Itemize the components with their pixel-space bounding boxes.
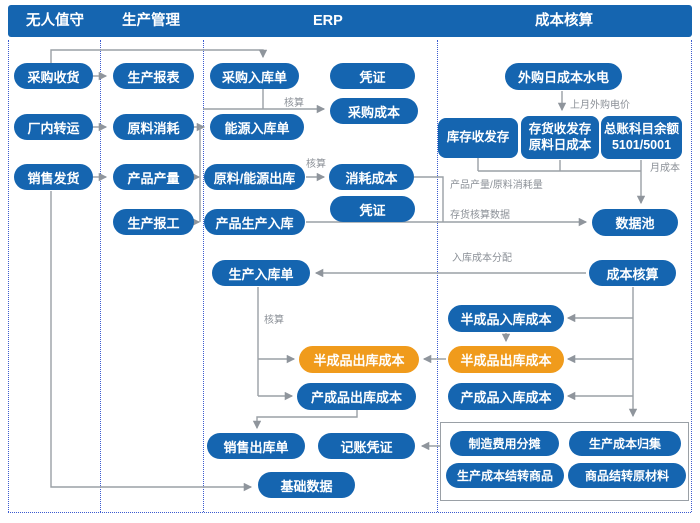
header-bar: 无人值守 生产管理 ERP 成本核算	[8, 5, 692, 37]
node-production-cost-collection: 生产成本归集	[569, 431, 681, 456]
divider-col3-col4	[437, 40, 438, 512]
node-purchase-inbound-order: 采购入库单	[210, 63, 299, 89]
node-goods-to-raw-materials: 商品结转原材料	[568, 463, 686, 488]
edge-delivery-to-basic-data	[50, 191, 253, 492]
node-purchase-cost: 采购成本	[330, 98, 418, 124]
node-sales-delivery: 销售发货	[14, 164, 93, 190]
node-sales-outbound-order: 销售出库单	[207, 433, 305, 459]
node-purchased-daily-cost-utilities: 外购日成本水电	[505, 63, 622, 90]
node-manufacturing-cost-allocation: 制造费用分摊	[450, 431, 559, 456]
node-production-cost-to-goods: 生产成本结转商品	[446, 463, 564, 488]
node-product-output: 产品产量	[113, 164, 194, 190]
node-finished-goods-inbound-cost: 产成品入库成本	[448, 383, 564, 410]
node-bookkeeping-voucher: 记账凭证	[318, 433, 415, 459]
node-gl-balance-line2: 5101/5001	[611, 137, 672, 152]
node-purchase-receiving: 采购收货	[14, 63, 93, 89]
edge-receiving-to-purchase-inbound	[50, 49, 268, 63]
header-erp: ERP	[313, 13, 343, 29]
border-bottom	[8, 512, 691, 513]
node-production-report: 生产报表	[113, 63, 194, 89]
label-inbound-cost-allocation: 入库成本分配	[452, 253, 512, 264]
border-right	[691, 40, 692, 512]
node-inventory-in-out-stock: 库存收发存	[438, 118, 518, 158]
label-monthly-cost: 月成本	[650, 163, 680, 174]
label-output-and-consumption: 产品产量/原料消耗量	[450, 180, 543, 191]
node-gl-balance-line1: 总账科目余额	[603, 121, 679, 136]
node-production-inbound-order: 生产入库单	[212, 260, 310, 286]
node-gl-account-balance: 总账科目余额 5101/5001	[601, 116, 682, 159]
node-product-production-inbound: 产品生产入库	[204, 209, 305, 235]
label-hesuan-3: 核算	[264, 315, 284, 326]
node-voucher-2: 凭证	[330, 196, 415, 222]
node-basic-data: 基础数据	[258, 472, 355, 498]
divider-col2-col3	[203, 40, 204, 512]
node-semi-finished-outbound-cost: 半成品出库成本	[448, 346, 564, 373]
node-stock-in-out-line2: 原料日成本	[528, 137, 592, 152]
node-material-energy-outbound: 原料/能源出库	[204, 164, 305, 190]
node-energy-inbound-order: 能源入库单	[210, 114, 304, 140]
header-unattended: 无人值守	[26, 13, 84, 29]
border-left	[8, 40, 9, 512]
node-factory-transfer: 厂内转运	[14, 114, 93, 140]
node-semi-finished-inbound-cost: 半成品入库成本	[448, 305, 564, 332]
edge-consumption-cost-to-pool	[414, 176, 444, 222]
node-data-pool: 数据池	[592, 209, 678, 236]
node-production-reporting: 生产报工	[113, 209, 194, 235]
node-semi-finished-outbound-cost-erp: 半成品出库成本	[299, 346, 419, 373]
divider-col1-col2	[100, 40, 101, 512]
edge-finished-outbound-to-sales-order	[252, 410, 358, 430]
node-stock-in-out-material-daily: 存货收发存 原料日成本	[521, 116, 599, 159]
label-hesuan-2: 核算	[306, 159, 326, 170]
header-production-management: 生产管理	[122, 13, 180, 29]
label-hesuan-1: 核算	[284, 98, 304, 109]
node-voucher-1: 凭证	[330, 63, 415, 89]
label-last-month-power-price: 上月外购电价	[570, 100, 630, 111]
node-consumption-cost: 消耗成本	[329, 164, 414, 190]
edge-bracket-to-pool	[477, 158, 641, 203]
edge-purchase-inbound-to-cost	[203, 89, 324, 109]
node-cost-accounting: 成本核算	[589, 260, 676, 286]
label-inventory-accounting-data: 存货核算数据	[450, 210, 510, 221]
node-material-consumption: 原料消耗	[113, 114, 194, 140]
node-finished-goods-outbound-cost: 产成品出库成本	[297, 383, 416, 410]
header-cost-accounting: 成本核算	[535, 13, 593, 29]
node-stock-in-out-line1: 存货收发存	[528, 121, 592, 136]
